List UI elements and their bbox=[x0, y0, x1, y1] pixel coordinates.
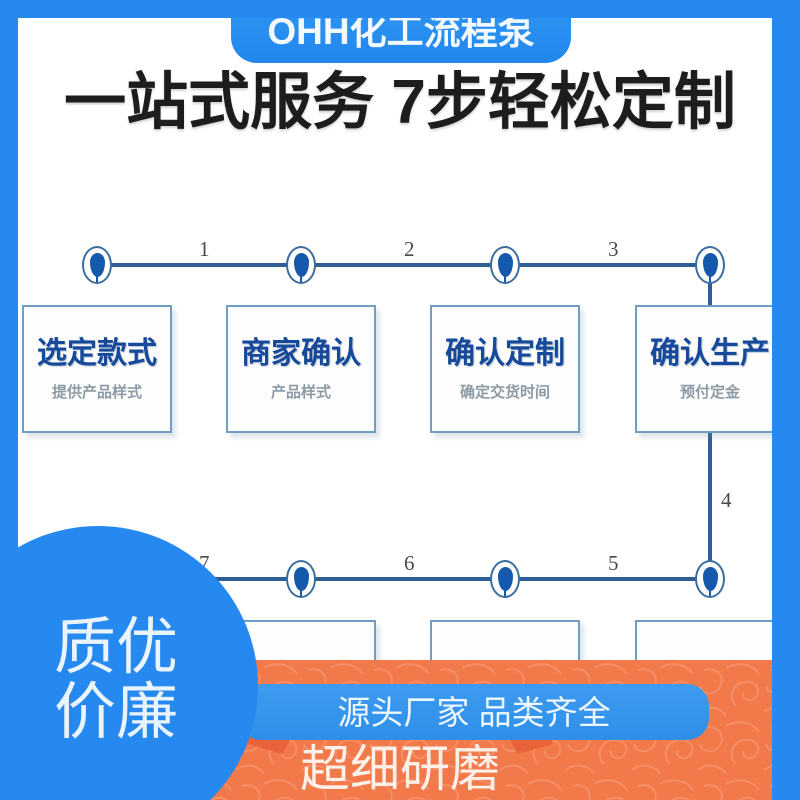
step-box-title: 商家确认 bbox=[241, 336, 361, 370]
flow-node-5 bbox=[695, 560, 725, 598]
flow-node-5b bbox=[490, 560, 520, 598]
step-box-4[interactable]: 确认生产 预付定金 bbox=[635, 305, 785, 433]
frame-left-bar bbox=[0, 0, 18, 800]
flow-node-4 bbox=[695, 246, 725, 284]
flow-line-row2 bbox=[198, 577, 710, 581]
step-number-2: 2 bbox=[404, 237, 415, 261]
node-leaf-icon bbox=[497, 567, 513, 596]
quality-badge-line1: 质优 bbox=[53, 612, 178, 682]
node-leaf-icon bbox=[702, 567, 718, 596]
flow-node-1 bbox=[82, 246, 112, 284]
feature-ribbon-label: 源头厂家 品类齐全 bbox=[337, 693, 611, 731]
flow-node-6 bbox=[286, 560, 316, 598]
step-number-1: 1 bbox=[199, 237, 210, 261]
flow-connector-4 bbox=[708, 433, 712, 579]
step-box-title: 确认生产 bbox=[650, 336, 770, 370]
step-box-title: 确认定制 bbox=[445, 336, 565, 370]
node-leaf-icon bbox=[497, 253, 513, 282]
feature-ribbon: 源头厂家 品类齐全 bbox=[239, 684, 709, 740]
frame-top-bar bbox=[0, 0, 800, 18]
step-box-subtitle: 提供产品样式 bbox=[51, 383, 142, 401]
step-box-1[interactable]: 选定款式 提供产品样式 bbox=[22, 305, 172, 433]
brand-pill-label: OHH化工流程泵 bbox=[267, 11, 535, 52]
step-box-subtitle: 预付定金 bbox=[679, 383, 740, 401]
bottom-keyword: 超细研磨 bbox=[300, 741, 500, 797]
step-box-3[interactable]: 确认定制 确定交货时间 bbox=[430, 305, 580, 433]
node-leaf-icon bbox=[293, 253, 309, 282]
step-number-6: 6 bbox=[404, 551, 415, 575]
flow-node-2 bbox=[286, 246, 316, 284]
step-box-title: 选定款式 bbox=[37, 336, 157, 370]
quality-badge-line2: 价廉 bbox=[53, 678, 178, 747]
step-box-subtitle: 产品样式 bbox=[270, 383, 331, 401]
step-box-2[interactable]: 商家确认 产品样式 bbox=[226, 305, 376, 433]
page-title: 一站式服务 7步轻松定制 bbox=[64, 68, 736, 137]
flow-node-3 bbox=[490, 246, 520, 284]
node-leaf-icon bbox=[89, 253, 105, 282]
flow-line-row1 bbox=[97, 263, 713, 267]
step-number-3: 3 bbox=[608, 237, 619, 261]
node-leaf-icon bbox=[702, 253, 718, 282]
step-box-subtitle: 确定交货时间 bbox=[459, 383, 550, 401]
step-number-4: 4 bbox=[721, 488, 732, 512]
node-leaf-icon bbox=[293, 567, 309, 596]
step-number-7: 7 bbox=[199, 551, 210, 575]
step-number-5: 5 bbox=[608, 551, 619, 575]
quality-badge-label: 质优 价廉 bbox=[54, 615, 178, 745]
flow-stem-node4 bbox=[708, 263, 712, 307]
frame-right-bar bbox=[772, 0, 800, 800]
